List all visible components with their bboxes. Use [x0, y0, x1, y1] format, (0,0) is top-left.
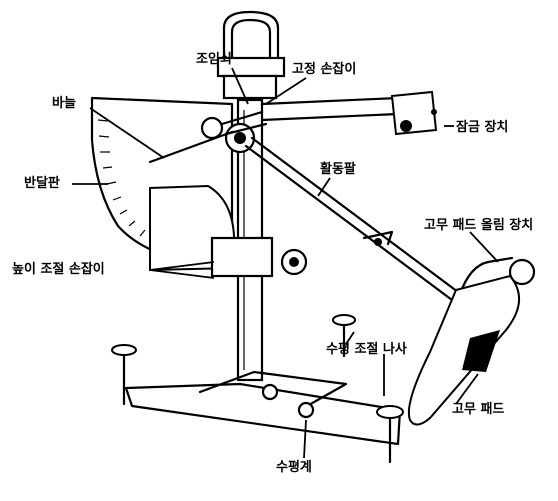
- label-swing-arm: 활동팔: [320, 162, 356, 177]
- protractor-ticks: [97, 119, 146, 237]
- label-knob-lock: 조임쇠: [196, 52, 232, 67]
- rubber-pad-housing: [407, 274, 521, 426]
- label-protractor: 반달판: [24, 176, 60, 191]
- label-rubber-pad: 고무 패드: [452, 402, 505, 417]
- level-bubble: [297, 401, 315, 419]
- latch-block: [390, 90, 438, 136]
- top-handle: [222, 10, 280, 62]
- rubber-pad: [462, 330, 500, 372]
- pad-lift-knob: [508, 258, 536, 286]
- label-needle: 바늘: [52, 96, 76, 111]
- latch-arm: [260, 96, 400, 122]
- leveling-screw-back: [332, 314, 356, 358]
- leveling-screw-front: [376, 405, 404, 464]
- leader-lines: [72, 67, 499, 459]
- label-latch: 잠금 장치: [456, 120, 509, 135]
- swing-arm: [244, 136, 460, 302]
- label-rubber-pad-lift: 고무 패드 올림 장치: [424, 218, 534, 233]
- leveling-screw-left: [111, 344, 137, 406]
- label-level: 수평계: [276, 460, 312, 475]
- pivot-hub: [200, 116, 224, 140]
- label-fixed-handle: 고정 손잡이: [292, 62, 357, 77]
- label-height-handle: 높이 조절 손잡이: [12, 262, 105, 277]
- height-block: [210, 236, 274, 278]
- label-leveling-screw: 수평 조절 나사: [326, 342, 407, 357]
